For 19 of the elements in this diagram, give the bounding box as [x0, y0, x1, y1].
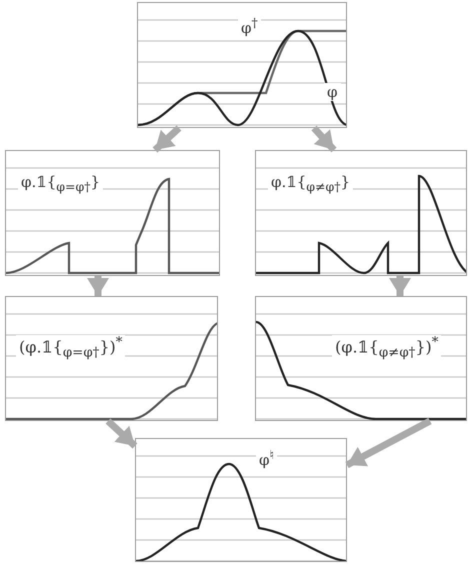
formula-label: φ.𝟙{$_{φ≠φ†}$} — [268, 173, 354, 194]
arrow — [311, 126, 337, 152]
arrow — [152, 125, 182, 153]
chart-panel — [255, 296, 467, 421]
chart-panel — [255, 150, 467, 276]
arrow — [345, 418, 432, 468]
formula-label: φ$^{†}$ — [238, 15, 261, 37]
arrow — [389, 276, 411, 296]
chart-panel — [135, 438, 347, 562]
formula-label: (φ.𝟙{$_{φ≠φ†}$})$^{*}$ — [332, 335, 442, 362]
formula-label: φ$^{♮}$ — [256, 447, 277, 469]
chart-panel — [5, 150, 220, 276]
arrow — [106, 418, 138, 449]
formula-label: φ.𝟙{$_{φ=φ†}$} — [18, 173, 104, 194]
formula-label: φ — [324, 83, 341, 101]
chart-panel — [137, 2, 347, 128]
chart-panel — [5, 296, 218, 421]
arrow — [87, 276, 109, 296]
formula-label: (φ.𝟙{$_{φ=φ†}$})$^{*}$ — [16, 335, 126, 362]
